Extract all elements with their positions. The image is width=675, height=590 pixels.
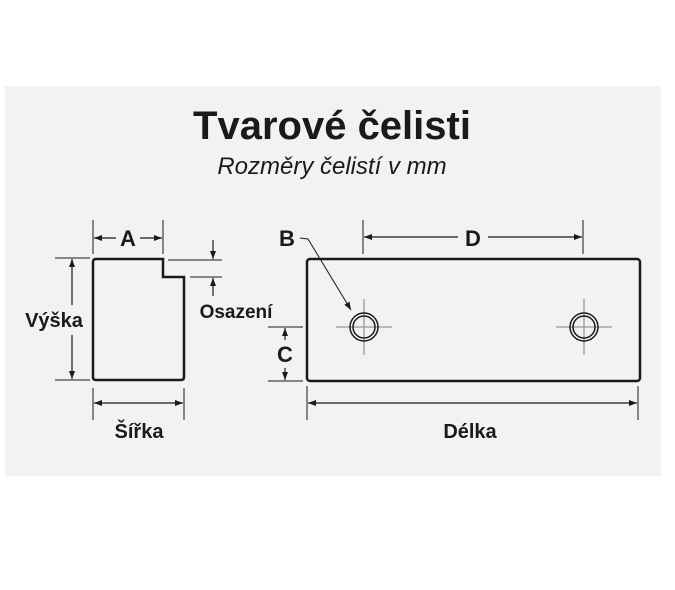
- jaw-side-view: [55, 220, 303, 420]
- diagram-subtitle: Rozměry čelistí v mm: [217, 153, 446, 180]
- label-b: B: [279, 226, 295, 251]
- jaw-front-view: [299, 220, 642, 420]
- label-d: D: [465, 226, 481, 251]
- hole-right: [569, 312, 599, 342]
- hole-crosshair-right: [556, 299, 612, 355]
- hole-crosshair-left: [336, 299, 392, 355]
- jaw-profile: [91, 257, 186, 382]
- label-width: Šířka: [115, 419, 165, 443]
- diagram-title: Tvarové čelisti: [193, 104, 471, 148]
- hole-left: [349, 312, 379, 342]
- jaw-face: [305, 257, 642, 383]
- label-a: A: [120, 226, 136, 251]
- label-height: Výška: [25, 310, 84, 332]
- label-length: Délka: [443, 421, 497, 443]
- label-b-leader: [299, 237, 352, 311]
- label-shoulder: Osazení: [200, 302, 274, 323]
- label-c: C: [277, 342, 293, 367]
